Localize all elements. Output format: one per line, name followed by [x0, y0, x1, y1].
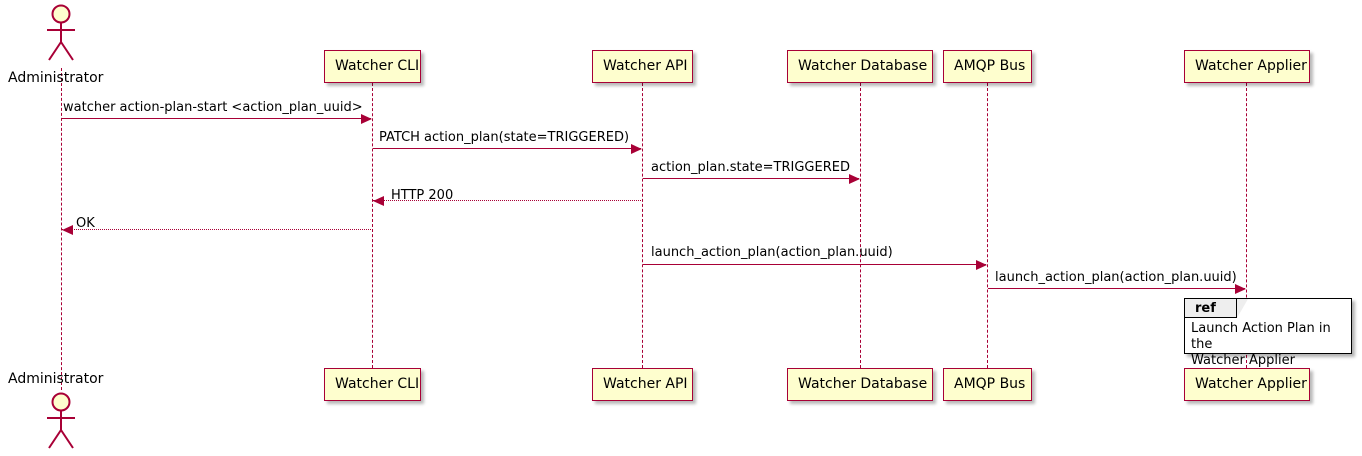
participant-watcher-applier-bottom[interactable]: Watcher Applier	[1184, 368, 1310, 401]
participant-watcher-cli-top[interactable]: Watcher CLI	[324, 50, 421, 83]
message-line-m5	[62, 229, 371, 230]
participant-watcher-database-top[interactable]: Watcher Database	[787, 50, 933, 83]
message-arrowhead-m6	[976, 259, 987, 270]
fragment-tab-corner-icon	[1237, 299, 1248, 318]
lifeline-watcher-api	[642, 83, 643, 368]
message-label-m3: action_plan.state=TRIGGERED	[651, 160, 850, 175]
message-arrowhead-m5	[62, 224, 73, 235]
message-arrowhead-m2	[631, 143, 642, 154]
fragment-body-text: Launch Action Plan in the Watcher Applie…	[1191, 321, 1331, 368]
participant-label-administrator-bottom: Administrator	[8, 371, 104, 387]
participant-watcher-database-bottom[interactable]: Watcher Database	[787, 368, 933, 401]
message-arrowhead-m1	[361, 113, 372, 124]
message-line-m1	[62, 118, 371, 119]
message-label-m4: HTTP 200	[391, 188, 454, 203]
participant-amqp-bus-top[interactable]: AMQP Bus	[943, 50, 1032, 83]
message-label-m7: launch_action_plan(action_plan.uuid)	[995, 270, 1237, 285]
actor-icon-administrator	[41, 392, 81, 450]
message-line-m7	[988, 288, 1245, 289]
message-label-m5: OK	[76, 216, 95, 231]
fragment-tab-label: ref	[1185, 299, 1237, 318]
message-line-m4	[373, 200, 641, 201]
lifeline-amqp-bus	[987, 83, 988, 368]
lifeline-watcher-database	[860, 83, 861, 368]
message-arrowhead-m4	[373, 195, 384, 206]
participant-watcher-api-top[interactable]: Watcher API	[592, 50, 693, 83]
participant-watcher-cli-bottom[interactable]: Watcher CLI	[324, 368, 421, 401]
lifeline-watcher-cli	[372, 83, 373, 368]
participant-amqp-bus-bottom[interactable]: AMQP Bus	[943, 368, 1032, 401]
participant-watcher-api-bottom[interactable]: Watcher API	[592, 368, 693, 401]
message-line-m3	[643, 178, 859, 179]
lifeline-watcher-applier	[1246, 83, 1247, 368]
participant-watcher-applier-top[interactable]: Watcher Applier	[1184, 50, 1310, 83]
message-arrowhead-m7	[1235, 283, 1246, 294]
message-label-m2: PATCH action_plan(state=TRIGGERED)	[379, 130, 630, 145]
participant-label-administrator-top: Administrator	[8, 70, 104, 86]
message-arrowhead-m3	[849, 173, 860, 184]
actor-icon-administrator	[41, 4, 81, 62]
message-line-m2	[373, 148, 641, 149]
message-line-m6	[643, 264, 986, 265]
lifeline-administrator	[61, 68, 62, 390]
message-label-m1: watcher action-plan-start <action_plan_u…	[63, 100, 363, 115]
message-label-m6: launch_action_plan(action_plan.uuid)	[651, 245, 893, 260]
